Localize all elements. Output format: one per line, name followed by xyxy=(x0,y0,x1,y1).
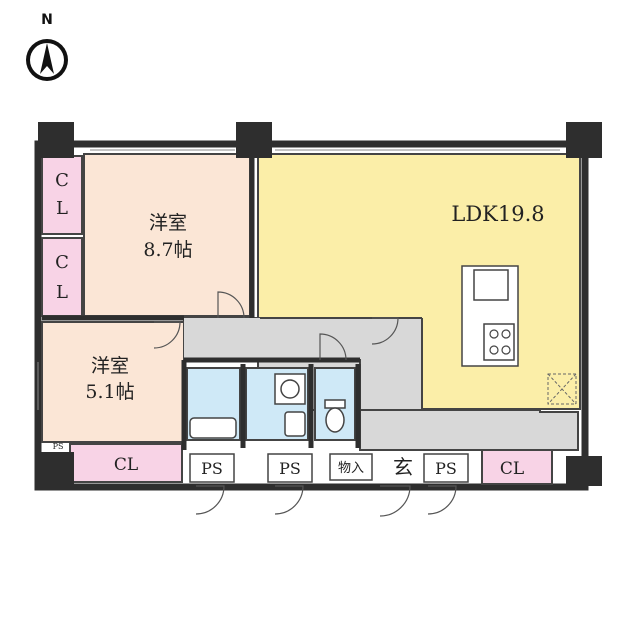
washbasin-icon xyxy=(284,411,306,437)
western-large-name: 洋室 xyxy=(149,212,187,234)
stove-icon xyxy=(483,323,515,361)
western-small-size: 5.1帖 xyxy=(85,381,134,403)
kitchen-island xyxy=(461,265,519,367)
windows xyxy=(37,149,560,410)
closet-middle-label-l: L xyxy=(56,282,68,303)
closet-bottom-left-label: CL xyxy=(114,455,138,475)
closet-middle-label-c: C xyxy=(55,252,69,273)
fridge-space-icon xyxy=(547,373,577,405)
closet-bottom-left xyxy=(69,443,183,483)
ps-1-box xyxy=(189,453,235,483)
structural-columns xyxy=(38,122,602,486)
western-large-size: 8.7帖 xyxy=(143,239,192,261)
closet-top-label-c: C xyxy=(55,170,69,191)
sink-icon xyxy=(473,269,509,301)
ps-3-box xyxy=(423,453,469,483)
storeroom-box xyxy=(329,453,373,481)
north-label: N xyxy=(41,12,53,28)
western-room-large xyxy=(83,153,251,317)
ps-small-label: PS xyxy=(53,442,64,451)
closet-bottom-right-label: CL xyxy=(500,459,524,479)
ps-3-label: PS xyxy=(435,459,457,478)
ldk-label: LDK19.8 xyxy=(451,202,544,226)
ps-1-label: PS xyxy=(201,459,223,478)
washing-machine-icon xyxy=(274,373,306,405)
entrance-label: 玄 xyxy=(393,455,413,479)
ps-2-box xyxy=(267,453,313,483)
toilet-icon xyxy=(324,399,346,433)
closet-middle xyxy=(41,237,83,317)
closet-top xyxy=(41,155,83,235)
closet-top-label-l: L xyxy=(56,198,68,219)
western-small-name: 洋室 xyxy=(91,355,129,377)
western-room-small xyxy=(41,321,185,443)
ps-2-label: PS xyxy=(279,459,301,478)
storeroom-label: 物入 xyxy=(338,461,364,476)
interior-walls xyxy=(42,154,361,450)
door-swings xyxy=(153,291,457,517)
north-compass-icon xyxy=(26,39,68,81)
bathtub-icon xyxy=(189,417,237,439)
